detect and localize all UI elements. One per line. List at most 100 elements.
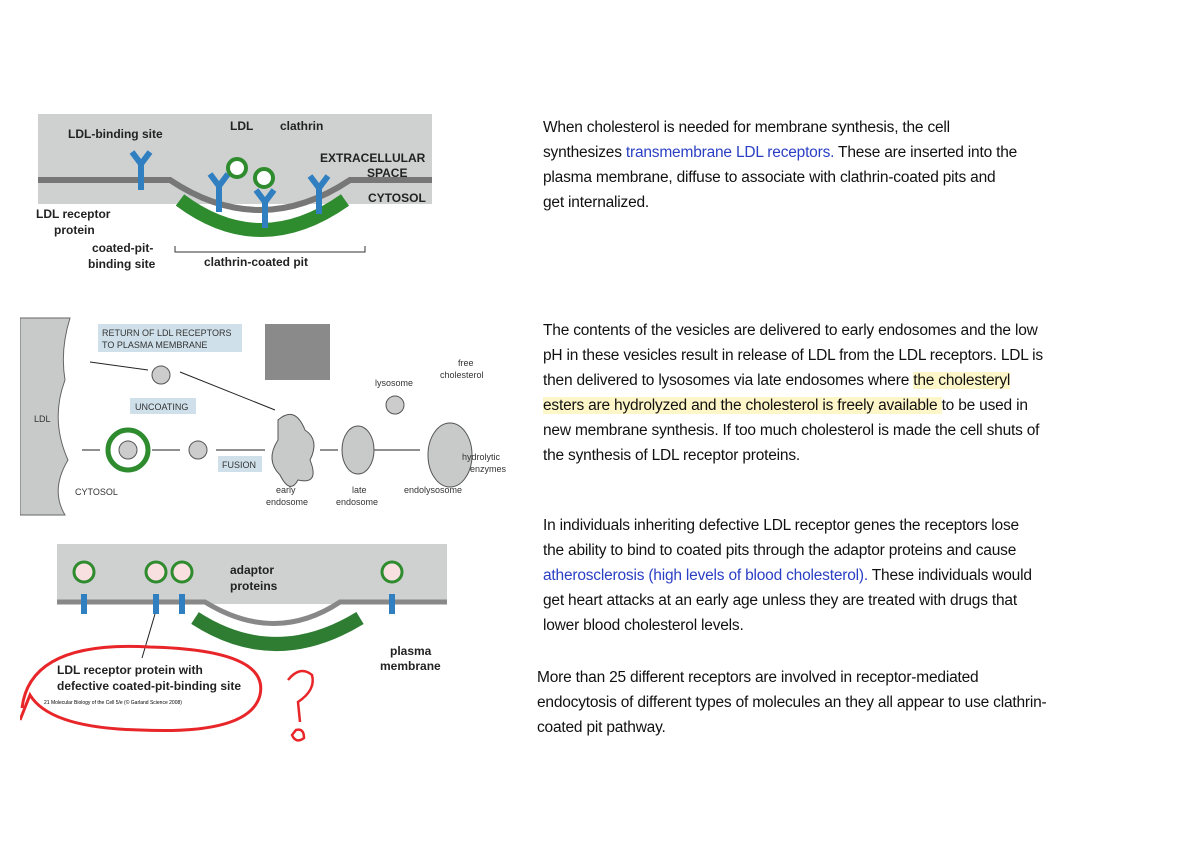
highlighted-text: esters are hydrolyzed and the cholestero…	[543, 397, 942, 414]
endocytosis-pathway-figure: RETURN OF LDL RECEPTORS TO PLASMA MEMBRA…	[20, 317, 507, 516]
text-segment: These individuals would	[867, 567, 1032, 584]
paragraph-3: In individuals inheriting defective LDL …	[543, 513, 1032, 638]
label-clathrin: clathrin	[280, 119, 323, 133]
label-clathrin-coated-pit: clathrin-coated pit	[204, 255, 308, 269]
pointer-line	[141, 613, 156, 659]
text-line: plasma membrane, diffuse to associate wi…	[543, 165, 1017, 190]
fusion-label-box	[218, 456, 262, 472]
text-segment: plasma membrane, diffuse to associate wi…	[543, 169, 996, 186]
label-early: early	[276, 485, 296, 495]
text-segment: coated pit pathway.	[537, 719, 666, 736]
text-segment: the synthesis of LDL receptor proteins.	[543, 447, 800, 464]
label-space: SPACE	[367, 166, 407, 180]
lysosome	[385, 395, 405, 415]
text-segment: synthesizes	[543, 144, 626, 161]
ldl-receptor-clathrin-pit-figure: LDL-binding site LDL clathrin EXTRACELLU…	[36, 114, 432, 271]
label-binding-site: binding site	[88, 257, 156, 271]
plasma-membrane	[57, 599, 447, 626]
text-line: More than 25 different receptors are inv…	[537, 665, 1047, 690]
highlighted-text: the cholesteryl	[913, 372, 1011, 389]
text-line: lower blood cholesterol levels.	[543, 613, 1032, 638]
label-hydrolytic: hydrolytic	[462, 452, 501, 462]
text-segment: The contents of the vesicles are deliver…	[543, 322, 1038, 339]
recycling-vesicle	[151, 365, 171, 385]
label-late: late	[352, 485, 367, 495]
figure-credit: 21 Molecular Biology of the Cell 5/e (© …	[44, 699, 182, 706]
text-line: coated pit pathway.	[537, 715, 1047, 740]
label-plasma: plasma	[390, 644, 432, 658]
micrograph-image	[265, 324, 330, 380]
ldl-receptors	[81, 594, 395, 614]
text-line: the ability to bind to coated pits throu…	[543, 538, 1032, 563]
uncoating-label-box	[130, 398, 196, 414]
label-coated-pit: coated-pit-	[92, 241, 153, 255]
ldl-particles	[226, 157, 275, 189]
label-defective-site: defective coated-pit-binding site	[57, 679, 241, 693]
label-to-plasma-membrane: TO PLASMA MEMBRANE	[102, 340, 207, 350]
label-proteins: proteins	[230, 579, 278, 593]
red-circle-annotation	[20, 644, 263, 733]
vesicle-core	[118, 440, 138, 460]
text-segment: lower blood cholesterol levels.	[543, 617, 744, 634]
uncoated-vesicle	[188, 440, 208, 460]
text-line: the synthesis of LDL receptor proteins.	[543, 443, 1043, 468]
paragraph-1: When cholesterol is needed for membrane …	[543, 115, 1017, 215]
text-line: In individuals inheriting defective LDL …	[543, 513, 1032, 538]
label-protein: protein	[54, 223, 95, 237]
ldl-particles	[72, 560, 404, 584]
text-line: pH in these vesicles result in release o…	[543, 343, 1043, 368]
text-line: then delivered to lysosomes via late end…	[543, 368, 1043, 393]
text-segment: the ability to bind to coated pits throu…	[543, 542, 1017, 559]
label-endolysosome: endolysosome	[404, 485, 462, 495]
label-ldl-binding-site: LDL-binding site	[68, 127, 163, 141]
text-segment: then delivered to lysosomes via late end…	[543, 372, 914, 389]
label-ldl: LDL	[230, 119, 253, 133]
ldl-receptors	[129, 150, 331, 228]
paragraph-4: More than 25 different receptors are inv…	[537, 665, 1047, 740]
label-lysosome: lysosome	[375, 378, 413, 388]
text-line: esters are hydrolyzed and the cholestero…	[543, 393, 1043, 418]
text-segment: pH in these vesicles result in release o…	[543, 347, 1043, 364]
defective-receptor-figure: adaptor proteins plasma membrane LDL rec…	[20, 544, 447, 742]
text-line: The contents of the vesicles are deliver…	[543, 318, 1043, 343]
endolysosome	[427, 422, 473, 488]
label-ldl: LDL	[34, 414, 51, 424]
late-endosome	[341, 425, 375, 475]
text-segment: to be used in	[941, 397, 1028, 414]
label-cholesterol: cholesterol	[440, 370, 484, 380]
emphasis-text: atherosclerosis (high levels of blood ch…	[543, 567, 868, 584]
clathrin-coat	[191, 612, 364, 651]
label-free: free	[458, 358, 474, 368]
label-cytosol: CYTOSOL	[75, 487, 118, 497]
label-defective-receptor: LDL receptor protein with	[57, 663, 203, 677]
label-enzymes: enzymes	[470, 464, 507, 474]
text-line: get heart attacks at an early age unless…	[543, 588, 1032, 613]
label-early-endosome: endosome	[266, 497, 308, 507]
text-line: new membrane synthesis. If too much chol…	[543, 418, 1043, 443]
text-line: atherosclerosis (high levels of blood ch…	[543, 563, 1032, 588]
label-cytosol: CYTOSOL	[368, 191, 426, 205]
cell-membrane	[20, 317, 71, 516]
emphasis-text: transmembrane LDL receptors.	[625, 144, 835, 161]
text-segment: get internalized.	[543, 194, 650, 211]
return-arrow	[89, 361, 149, 371]
text-segment: In individuals inheriting defective LDL …	[543, 517, 1019, 534]
text-line: endocytosis of different types of molecu…	[537, 690, 1047, 715]
text-line: synthesizes transmembrane LDL receptors.…	[543, 140, 1017, 165]
text-segment: More than 25 different receptors are inv…	[537, 669, 979, 686]
label-uncoating: UNCOATING	[135, 402, 188, 412]
label-extracellular: EXTRACELLULAR	[320, 151, 426, 165]
label-membrane: membrane	[380, 659, 441, 673]
return-label-box	[98, 324, 242, 352]
label-return-receptors: RETURN OF LDL RECEPTORS	[102, 328, 232, 338]
text-segment: These are inserted into the	[834, 144, 1018, 161]
early-endosome	[271, 413, 315, 487]
text-segment: new membrane synthesis. If too much chol…	[543, 422, 1040, 439]
label-adaptor: adaptor	[230, 563, 274, 577]
text-segment: endocytosis of different types of molecu…	[537, 694, 1047, 711]
pit-bracket	[174, 246, 366, 253]
label-late-endosome: endosome	[336, 497, 378, 507]
label-ldl-receptor: LDL receptor	[36, 207, 111, 221]
clathrin-coat	[175, 194, 350, 237]
label-fusion: FUSION	[222, 460, 256, 470]
